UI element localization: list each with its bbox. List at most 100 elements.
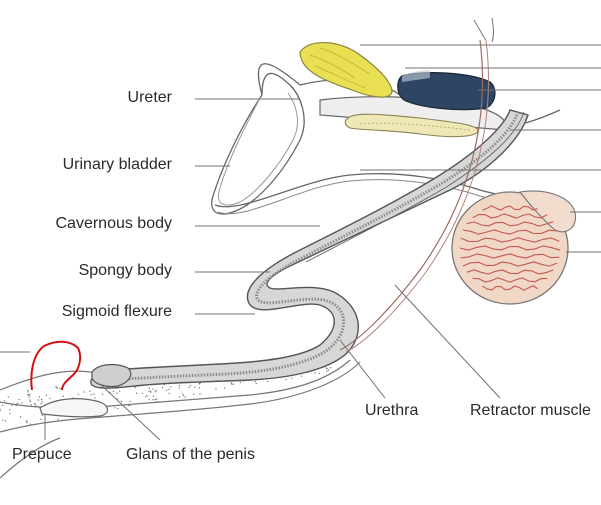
stipple-dot — [178, 387, 180, 389]
stipple-dot — [27, 394, 29, 396]
stipple-dot — [300, 375, 303, 377]
stipple-dot — [21, 402, 23, 404]
stipple-dot — [26, 421, 28, 424]
stipple-dot — [40, 418, 42, 420]
stipple-dot — [101, 393, 104, 395]
stipple-dot — [62, 395, 65, 397]
stipple-dot — [118, 390, 121, 392]
stipple-dot — [215, 388, 217, 390]
leader-lines — [0, 44, 601, 441]
stipple-dot — [114, 407, 116, 409]
stipple-dot — [57, 418, 59, 420]
stipple-dot — [148, 390, 150, 392]
stipple-dot — [3, 400, 6, 402]
stipple-dot — [5, 402, 8, 404]
label-spongy-body: Spongy body — [78, 262, 172, 279]
stipple-dot — [28, 396, 30, 398]
stipple-dot — [25, 420, 27, 422]
stipple-dot — [232, 383, 234, 385]
stipple-dot — [155, 398, 158, 400]
stipple-dot — [93, 393, 95, 395]
stipple-dot — [30, 404, 32, 406]
stipple-dot — [129, 400, 132, 403]
stipple-dot — [145, 396, 147, 398]
stipple-dot — [37, 399, 39, 401]
stipple-dot — [152, 388, 154, 390]
testis-vein — [466, 269, 554, 275]
stipple-dot — [38, 396, 40, 398]
stipple-dot — [27, 389, 29, 391]
stipple-dot — [127, 404, 130, 406]
stipple-dot — [35, 405, 38, 407]
stipple-dot — [230, 382, 233, 384]
stipple-dot — [199, 383, 201, 385]
stipple-dot — [223, 387, 226, 389]
label-retractor-muscle: Retractor muscle — [470, 402, 591, 419]
ureter-loop — [211, 72, 305, 215]
stipple-dot — [19, 416, 22, 418]
testis-vein — [460, 237, 560, 243]
glans — [91, 363, 132, 388]
stipple-dot — [27, 391, 29, 393]
label-ureter: Ureter — [127, 89, 172, 106]
label-glans: Glans of the penis — [126, 446, 255, 463]
prostate-gland — [344, 113, 479, 138]
stipple-dot — [34, 402, 36, 405]
stipple-dot — [254, 380, 256, 383]
testis-vein — [466, 221, 554, 227]
stipple-dot — [134, 386, 136, 389]
stipple-dot — [318, 372, 320, 375]
stipple-dot — [168, 388, 170, 391]
ureter-inner — [218, 92, 298, 206]
stipple-dot — [255, 382, 257, 385]
stipple-dot — [182, 394, 185, 397]
stipple-dot — [56, 387, 58, 389]
stipple-dot — [16, 402, 18, 404]
testis-vein — [472, 213, 548, 219]
stipple-dot — [0, 409, 1, 412]
stipple-dot — [136, 392, 138, 394]
stipple-dot — [231, 383, 233, 385]
stipple-dot — [49, 397, 51, 400]
stipple-dot — [9, 408, 11, 411]
label-cavernous-body: Cavernous body — [55, 215, 172, 232]
stipple-dot — [150, 390, 152, 392]
stipple-dot — [330, 367, 332, 369]
vesicular-gland — [299, 41, 393, 98]
stipple-dot — [94, 397, 96, 399]
stipple-dot — [7, 396, 9, 398]
stipple-dot — [184, 396, 186, 398]
stipple-dot — [170, 386, 172, 388]
stipple-dot — [198, 387, 201, 389]
stipple-dot — [141, 392, 144, 395]
stipple-dot — [83, 391, 86, 393]
testis-vein — [459, 245, 561, 251]
stipple-dot — [40, 402, 42, 405]
stipple-dot — [5, 420, 7, 422]
stipple-dot — [1, 404, 4, 407]
stipple-dot — [194, 386, 196, 388]
stipple-dot — [89, 390, 91, 392]
stipple-dot — [77, 393, 80, 395]
stipple-dot — [34, 404, 36, 406]
stipple-dot — [59, 387, 61, 390]
stipple-dot — [129, 404, 131, 407]
stipple-dot — [117, 407, 119, 410]
label-sigmoid-flexure: Sigmoid flexure — [61, 303, 172, 320]
stipple-dot — [158, 401, 160, 403]
stipple-dot — [146, 395, 148, 397]
stipple-dot — [199, 393, 201, 395]
stipple-dot — [181, 393, 184, 395]
stipple-dot — [193, 393, 195, 395]
stipple-dot — [155, 401, 157, 403]
bulbourethral-gland — [397, 72, 496, 111]
stipple-dot — [152, 399, 154, 401]
prepuce-shape — [39, 398, 109, 418]
stipple-dot — [326, 368, 328, 370]
vesicular-gland-texture — [309, 47, 371, 89]
stipple-dot — [285, 378, 287, 381]
stipple-dot — [29, 399, 31, 401]
stipple-dot — [148, 399, 150, 401]
stipple-dot — [41, 414, 44, 417]
